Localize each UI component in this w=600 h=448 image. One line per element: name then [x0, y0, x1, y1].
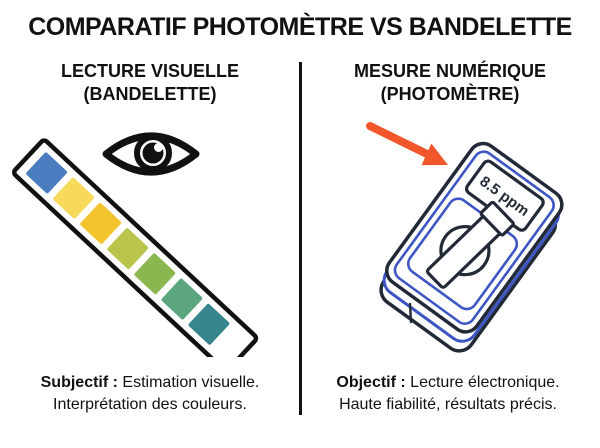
- left-caption-line1: Estimation visuelle.: [117, 374, 260, 391]
- left-heading-line1: LECTURE VISUELLE: [60, 61, 239, 81]
- column-divider: [299, 62, 302, 415]
- arrow-icon: [366, 122, 448, 166]
- left-column-heading: LECTURE VISUELLE (BANDELETTE): [5, 60, 295, 106]
- strip-pad: [53, 177, 95, 219]
- cuvette-cap: [479, 200, 515, 237]
- right-caption-line2: Haute fiabilité, résultats précis.: [339, 396, 557, 413]
- right-column-heading: MESURE NUMÉRIQUE (PHOTOMÈTRE): [305, 60, 595, 106]
- page-title: COMPARATIF PHOTOMÈTRE VS BANDELETTE: [28, 13, 572, 41]
- photometer-svg: 8.5 ppm: [366, 122, 564, 353]
- eye-highlight: [154, 143, 163, 152]
- left-caption-lead: Subjectif :: [40, 374, 118, 391]
- test-strip-illustration: [10, 112, 295, 357]
- right-caption-line1: Lecture électronique.: [405, 374, 560, 391]
- strip-pad: [80, 202, 122, 244]
- left-caption-line2: Interprétation des couleurs.: [53, 396, 247, 413]
- strip-pad: [188, 303, 230, 345]
- photometer-illustration: 8.5 ppm: [300, 108, 595, 368]
- left-caption: Subjectif : Estimation visuelle. Interpr…: [5, 372, 295, 416]
- right-caption: Objectif : Lecture électronique. Haute f…: [303, 372, 593, 416]
- arrow-shaft: [366, 122, 431, 158]
- test-strip: [12, 138, 259, 357]
- device-inner-accent-outline: [393, 150, 555, 325]
- device-front-tick: [408, 302, 413, 324]
- strip-pad: [26, 152, 67, 194]
- arrow-head: [421, 143, 448, 166]
- photometer-device: 8.5 ppm: [379, 141, 564, 353]
- right-heading-line2: (PHOTOMÈTRE): [380, 84, 520, 104]
- eye-icon: [102, 132, 200, 176]
- eye-outline: [102, 132, 200, 176]
- right-caption-lead: Objectif :: [336, 374, 406, 391]
- right-heading-line1: MESURE NUMÉRIQUE: [353, 61, 546, 81]
- test-strip-svg: [12, 132, 259, 357]
- left-heading-line2: (BANDELETTE): [83, 84, 217, 104]
- strip-pad: [107, 228, 149, 269]
- strip-pad: [134, 253, 176, 295]
- strip-pad: [161, 278, 203, 320]
